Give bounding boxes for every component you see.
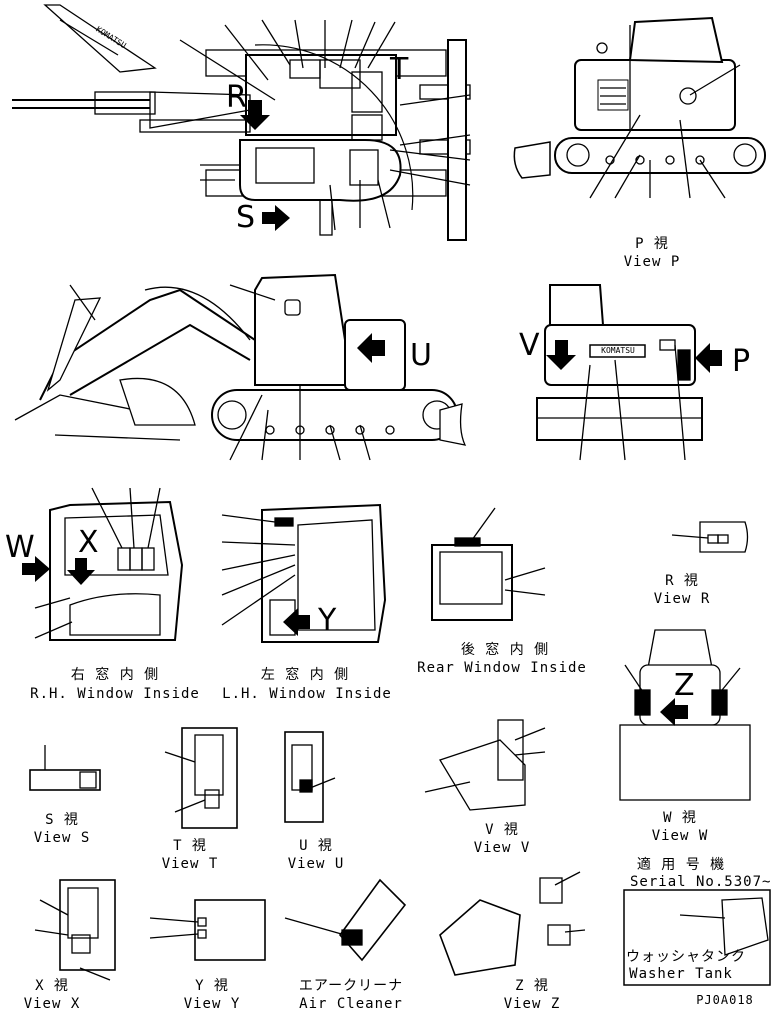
air-cleaner bbox=[284, 878, 407, 962]
caption-rear: Rear Window Inside bbox=[417, 660, 587, 676]
caption-view-r-jp: R 視 bbox=[665, 573, 699, 589]
view-z bbox=[439, 871, 586, 976]
caption-washer: Washer Tank bbox=[629, 966, 733, 982]
caption-view-u: View U bbox=[287, 856, 345, 872]
marker-v: V bbox=[519, 328, 540, 363]
caption-serial-jp: 適 用 号 機 bbox=[636, 857, 726, 873]
marker-y: Y bbox=[318, 603, 337, 638]
caption-rear-jp: 後 窓 内 側 bbox=[460, 642, 550, 658]
washer-tank-box bbox=[623, 889, 771, 986]
marker-z: Z bbox=[674, 668, 695, 703]
marker-x: X bbox=[78, 525, 99, 560]
caption-view-r: View R bbox=[653, 591, 711, 607]
view-r bbox=[671, 521, 749, 553]
marker-s: S bbox=[236, 200, 256, 235]
marker-p: P bbox=[732, 344, 751, 379]
rear-window-inside bbox=[431, 507, 546, 621]
caption-view-x-jp: X 視 bbox=[35, 978, 69, 994]
view-u bbox=[284, 731, 336, 823]
marker-u: U bbox=[410, 338, 432, 373]
marker-w: W bbox=[5, 530, 35, 565]
view-p-machine bbox=[513, 16, 766, 199]
view-s bbox=[29, 745, 101, 791]
caption-washer-jp: ウォッシャタンク bbox=[626, 949, 746, 965]
caption-view-u-jp: U 視 bbox=[299, 838, 333, 854]
caption-view-w-jp: W 視 bbox=[663, 810, 697, 826]
caption-air-cleaner-jp: エアークリーナ bbox=[298, 978, 404, 994]
caption-view-s: View S bbox=[33, 830, 91, 846]
caption-view-v: View V bbox=[473, 840, 531, 856]
side-view bbox=[14, 273, 467, 461]
marker-r: R bbox=[226, 80, 247, 115]
caption-view-p: View P bbox=[623, 254, 681, 270]
caption-view-t: View T bbox=[161, 856, 219, 872]
marker-t: T bbox=[390, 52, 409, 87]
view-t bbox=[164, 727, 238, 829]
caption-view-s-jp: S 視 bbox=[45, 812, 79, 828]
view-arrows bbox=[22, 100, 722, 726]
caption-serial: Serial No.5307~ bbox=[630, 874, 772, 890]
caption-view-t-jp: T 視 bbox=[173, 838, 207, 854]
top-view bbox=[12, 4, 471, 241]
caption-view-w: View W bbox=[651, 828, 709, 844]
caption-rh: R.H. Window Inside bbox=[30, 686, 200, 702]
rh-window-inside bbox=[34, 487, 184, 641]
caption-view-y-jp: Y 視 bbox=[195, 978, 229, 994]
caption-view-z: View Z bbox=[503, 996, 561, 1012]
view-y bbox=[149, 899, 266, 961]
view-w bbox=[619, 629, 751, 801]
rear-view bbox=[536, 284, 703, 461]
caption-lh: L.H. Window Inside bbox=[222, 686, 392, 702]
view-v bbox=[424, 719, 546, 811]
caption-lh-jp: 左 窓 内 側 bbox=[260, 667, 350, 683]
brand-decal-rear: KOMATSU bbox=[601, 346, 635, 355]
caption-rh-jp: 右 窓 内 側 bbox=[70, 667, 160, 683]
caption-view-y: View Y bbox=[183, 996, 241, 1012]
caption-view-x: View X bbox=[23, 996, 81, 1012]
caption-view-v-jp: V 視 bbox=[485, 822, 519, 838]
view-x bbox=[34, 879, 116, 981]
lh-window-inside bbox=[221, 503, 387, 643]
caption-view-z-jp: Z 視 bbox=[515, 978, 549, 994]
caption-air-cleaner: Air Cleaner bbox=[299, 996, 403, 1012]
drawing-code: PJ0A018 bbox=[696, 993, 754, 1007]
caption-view-p-jp: P 視 bbox=[635, 236, 669, 252]
